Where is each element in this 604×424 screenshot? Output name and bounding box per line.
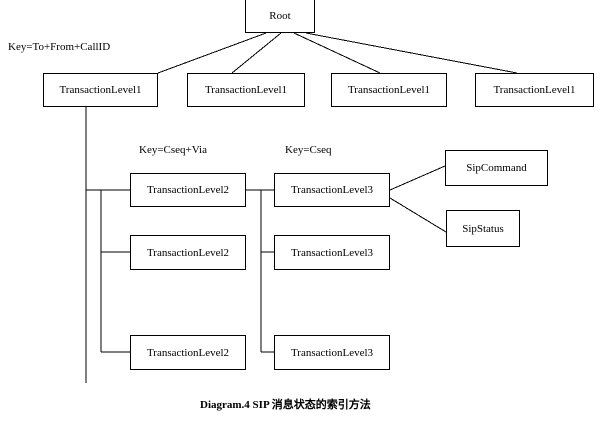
node-transactionlevel1-1[interactable]: TransactionLevel1 (43, 73, 158, 107)
node-transactionlevel3-2[interactable]: TransactionLevel3 (274, 235, 390, 270)
edge-label-key-cseq: Key=Cseq (285, 144, 332, 156)
node-sipstatus[interactable]: SipStatus (446, 210, 520, 247)
edge-root-to-level1-2 (231, 32, 282, 74)
node-label: SipCommand (466, 162, 527, 174)
node-label: SipStatus (462, 222, 504, 235)
node-transactionlevel2-3[interactable]: TransactionLevel2 (130, 335, 246, 370)
node-label: TransactionLevel1 (347, 84, 431, 96)
node-label: TransactionLevel3 (290, 346, 374, 359)
edge-root-to-level1-3 (293, 32, 381, 74)
node-root[interactable]: Root (245, 0, 315, 33)
node-label: TransactionLevel1 (59, 84, 142, 96)
node-root-label: Root (269, 9, 291, 22)
node-transactionlevel3-1[interactable]: TransactionLevel3 (274, 173, 390, 207)
figure-caption: Diagram.4 SIP 消息状态的索引方法 (200, 399, 371, 411)
edge-label-key-to-from-callid: Key=To+From+CallID (8, 41, 111, 53)
node-transactionlevel1-3[interactable]: TransactionLevel1 (331, 73, 447, 107)
node-label: TransactionLevel2 (146, 246, 230, 259)
node-transactionlevel3-3[interactable]: TransactionLevel3 (274, 335, 390, 370)
node-label: TransactionLevel3 (290, 246, 374, 259)
node-label: TransactionLevel2 (146, 346, 230, 359)
node-sipcommand[interactable]: SipCommand (445, 150, 548, 186)
edge-level3-to-sipcommand (389, 165, 446, 191)
node-transactionlevel1-2[interactable]: TransactionLevel1 (187, 73, 305, 107)
node-label: TransactionLevel1 (493, 84, 576, 96)
edge-root-to-level1-1 (157, 32, 267, 74)
edge-label-key-cseq-via: Key=Cseq+Via (139, 144, 207, 156)
node-label: TransactionLevel2 (146, 184, 230, 196)
edge-level3-to-sipstatus (389, 197, 447, 233)
node-transactionlevel2-1[interactable]: TransactionLevel2 (130, 173, 246, 207)
edge-root-to-level1-4 (305, 32, 518, 74)
node-label: TransactionLevel3 (290, 184, 374, 196)
node-transactionlevel1-4[interactable]: TransactionLevel1 (475, 73, 594, 107)
node-label: TransactionLevel1 (204, 84, 288, 96)
node-transactionlevel2-2[interactable]: TransactionLevel2 (130, 235, 246, 270)
